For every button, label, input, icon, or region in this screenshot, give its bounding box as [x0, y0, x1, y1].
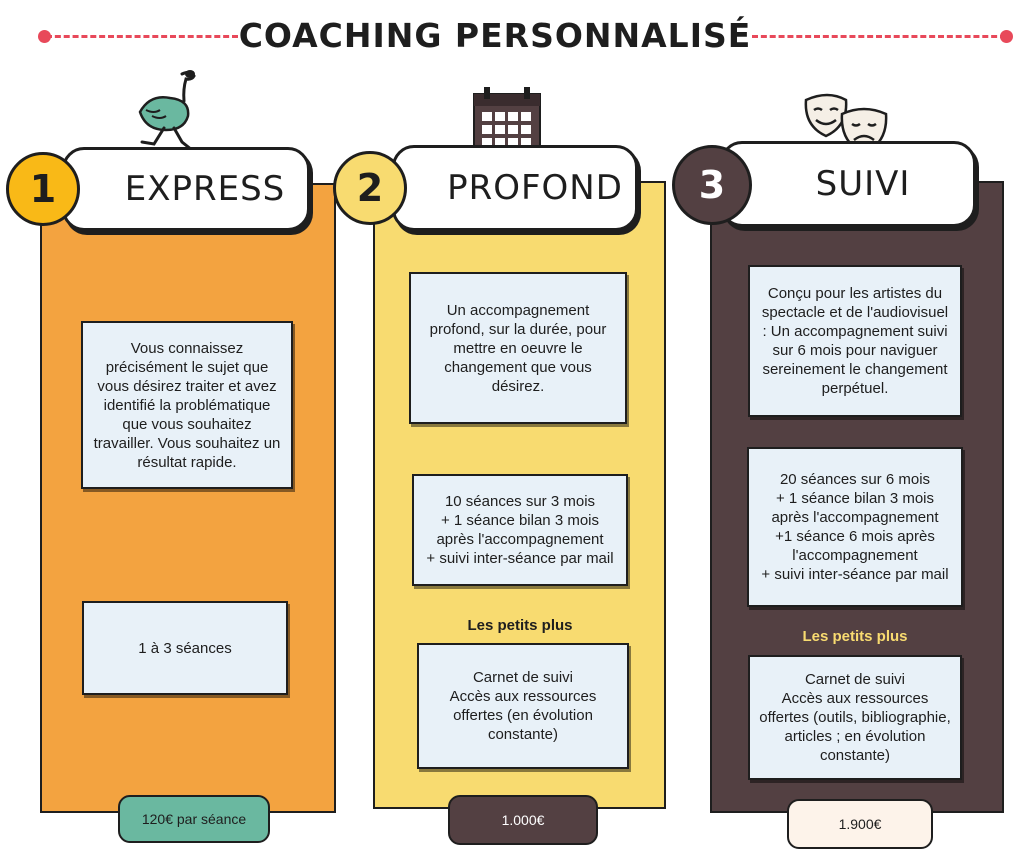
plan-name: EXPRESS [124, 169, 286, 209]
price-badge: 1.000€ [448, 795, 598, 845]
plan-extras-box: Carnet de suivi Accès aux ressources off… [748, 655, 962, 780]
plan-sessions-box: 20 séances sur 6 mois + 1 séance bilan 3… [747, 447, 963, 607]
plan-sessions: 20 séances sur 6 mois + 1 séance bilan 3… [761, 471, 949, 583]
plan-banner-profond: PROFOND [392, 145, 638, 231]
title-decoration-line-right [752, 35, 1006, 38]
plan-description: Conçu pour les artistes du spectacle et … [761, 285, 949, 397]
plan-number-badge: 3 [672, 145, 752, 225]
plan-description: Vous connaissez précisément le sujet que… [93, 339, 281, 471]
plan-extras-label: Les petits plus [802, 628, 908, 645]
plan-name: PROFOND [447, 168, 623, 208]
price-badge: 1.900€ [787, 799, 933, 849]
plan-banner-express: EXPRESS [62, 147, 310, 231]
title-decoration-dot-right [1000, 30, 1013, 43]
plan-description-box: Conçu pour les artistes du spectacle et … [748, 265, 962, 417]
price-badge: 120€ par séance [118, 795, 270, 843]
plan-description-box: Vous connaissez précisément le sujet que… [81, 321, 293, 489]
plan-extras: Carnet de suivi Accès aux ressources off… [449, 669, 597, 743]
plan-sessions: 1 à 3 séances [138, 639, 232, 657]
ostrich-icon [138, 70, 196, 152]
page-title: COACHING PERSONNALISÉ [238, 16, 752, 55]
plan-card-express [40, 183, 336, 813]
plan-description-box: Un accompagnement profond, sur la durée,… [409, 272, 627, 424]
plan-extras-box: Carnet de suivi Accès aux ressources off… [417, 643, 629, 769]
plan-sessions: 10 séances sur 3 mois + 1 séance bilan 3… [426, 493, 614, 567]
plan-extras: Carnet de suivi Accès aux ressources off… [759, 671, 951, 764]
plan-sessions-box: 10 séances sur 3 mois + 1 séance bilan 3… [412, 474, 628, 586]
plan-number-badge: 2 [333, 151, 407, 225]
plan-sessions-box: 1 à 3 séances [82, 601, 288, 695]
title-decoration-line-left [46, 35, 238, 38]
plan-banner-suivi: SUIVI [720, 141, 976, 227]
plan-name: SUIVI [815, 164, 911, 204]
plan-number-badge: 1 [6, 152, 80, 226]
title-decoration-dot-left [38, 30, 51, 43]
plan-extras-label: Les petits plus [467, 617, 573, 634]
plan-description: Un accompagnement profond, sur la durée,… [429, 301, 607, 395]
